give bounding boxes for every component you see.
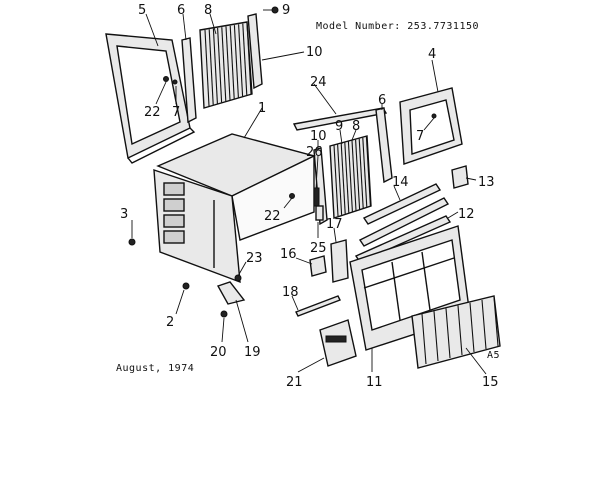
louver-slat bbox=[445, 308, 451, 359]
callout-24: 24 bbox=[310, 75, 327, 90]
part-8-right-louver-curtain bbox=[329, 135, 372, 219]
callout-23: 23 bbox=[246, 251, 263, 266]
callout-22-cabinet: 22 bbox=[264, 209, 281, 224]
part-16-control-plate bbox=[309, 255, 327, 277]
callout-26: 26 bbox=[306, 145, 323, 160]
part-10-side-strip bbox=[247, 13, 263, 90]
louver-slat bbox=[217, 27, 223, 103]
part-14-louver-rail bbox=[358, 183, 450, 247]
part-26-clip bbox=[313, 187, 320, 207]
screw-2 bbox=[182, 282, 190, 290]
part-4-right-frame-panel bbox=[399, 87, 463, 165]
callout-8-left: 8 bbox=[204, 3, 212, 18]
louver-slat bbox=[238, 24, 244, 97]
louver-slat bbox=[208, 29, 214, 105]
screw-3 bbox=[128, 238, 136, 246]
louver-slat bbox=[358, 138, 364, 209]
louver-slat bbox=[233, 25, 239, 98]
screw-22-cabinet bbox=[289, 193, 295, 199]
louver-slat bbox=[481, 299, 487, 350]
screw-23 bbox=[234, 274, 242, 282]
part-18-rod bbox=[295, 295, 341, 317]
callout-2: 2 bbox=[166, 315, 174, 330]
louver-slat bbox=[351, 140, 357, 211]
callout-19: 19 bbox=[244, 345, 261, 360]
louver-slat bbox=[421, 313, 427, 365]
part-1-cabinet bbox=[153, 133, 316, 284]
callout-13: 13 bbox=[478, 175, 495, 190]
callout-21: 21 bbox=[286, 375, 303, 390]
part-25-bracket bbox=[315, 205, 324, 221]
louver-slat bbox=[225, 26, 231, 101]
screw-20 bbox=[220, 310, 228, 318]
callout-9-right: 9 bbox=[335, 119, 343, 134]
callout-16: 16 bbox=[280, 247, 297, 262]
clip-7-right bbox=[431, 113, 437, 119]
callout-4: 4 bbox=[428, 47, 436, 62]
callout-17: 17 bbox=[326, 217, 343, 232]
louver-slat bbox=[469, 302, 475, 353]
part-24-top-rail bbox=[292, 107, 388, 131]
callout-11: 11 bbox=[366, 375, 383, 390]
callout-7-right: 7 bbox=[416, 129, 424, 144]
louver-slat bbox=[347, 141, 353, 212]
louver-slat bbox=[337, 144, 343, 215]
callout-15: 15 bbox=[482, 375, 499, 390]
callout-12: 12 bbox=[458, 207, 475, 222]
cabinet-vent-grille bbox=[163, 182, 185, 244]
louver-slat bbox=[365, 136, 371, 207]
part-6-right-strip bbox=[375, 107, 393, 184]
leader-lines bbox=[131, 9, 487, 375]
callout-14: 14 bbox=[392, 175, 409, 190]
callout-6-left: 6 bbox=[177, 3, 185, 18]
callout-10-right: 10 bbox=[310, 129, 327, 144]
louver-slat bbox=[246, 22, 252, 95]
part-21-control-panel bbox=[319, 319, 357, 367]
louver-slat bbox=[362, 137, 368, 208]
assembly-note: A5 bbox=[487, 350, 500, 361]
louver-slat bbox=[433, 311, 439, 362]
louver-slat bbox=[229, 25, 235, 99]
louver-slat bbox=[493, 297, 499, 347]
part-8-left-louver-curtain bbox=[199, 21, 253, 109]
callout-10-top: 10 bbox=[306, 45, 323, 60]
part-19-base-bracket bbox=[216, 281, 246, 305]
screw-22-top bbox=[163, 76, 169, 82]
part-17-bracket bbox=[330, 239, 349, 283]
callout-6-right: 6 bbox=[378, 93, 386, 108]
callout-22-top: 22 bbox=[144, 105, 161, 120]
part-15-accordion-curtain bbox=[411, 295, 501, 369]
callout-25: 25 bbox=[310, 241, 327, 256]
louver-slat bbox=[333, 144, 339, 217]
louver-slat bbox=[340, 143, 346, 214]
callout-1: 1 bbox=[258, 101, 266, 116]
part-5-left-frame-panel bbox=[105, 33, 196, 164]
callout-3: 3 bbox=[120, 207, 128, 222]
callout-18: 18 bbox=[282, 285, 299, 300]
callout-20: 20 bbox=[210, 345, 227, 360]
part-6-left-strip bbox=[181, 37, 197, 124]
callout-7-left: 7 bbox=[172, 105, 180, 120]
louver-slat bbox=[344, 142, 350, 213]
model-number: Model Number: 253.7731150 bbox=[316, 21, 479, 32]
screw-9-top bbox=[271, 6, 279, 14]
clip-7-left bbox=[172, 79, 178, 85]
louver-slat bbox=[355, 139, 361, 210]
callout-5: 5 bbox=[138, 3, 146, 18]
louver-slat bbox=[457, 305, 463, 356]
part-13-knob-assembly bbox=[451, 165, 469, 189]
louver-slat bbox=[204, 29, 210, 107]
louver-slat bbox=[242, 23, 248, 96]
callout-9-top: 9 bbox=[282, 3, 290, 18]
louver-slat bbox=[212, 28, 218, 104]
louver-slat bbox=[221, 27, 227, 102]
callout-8-right: 8 bbox=[352, 119, 360, 134]
date-stamp: August, 1974 bbox=[116, 363, 194, 374]
callout-numbers: 5 6 8 9 10 22 7 1 24 4 7 6 8 9 10 26 22 … bbox=[120, 3, 499, 390]
